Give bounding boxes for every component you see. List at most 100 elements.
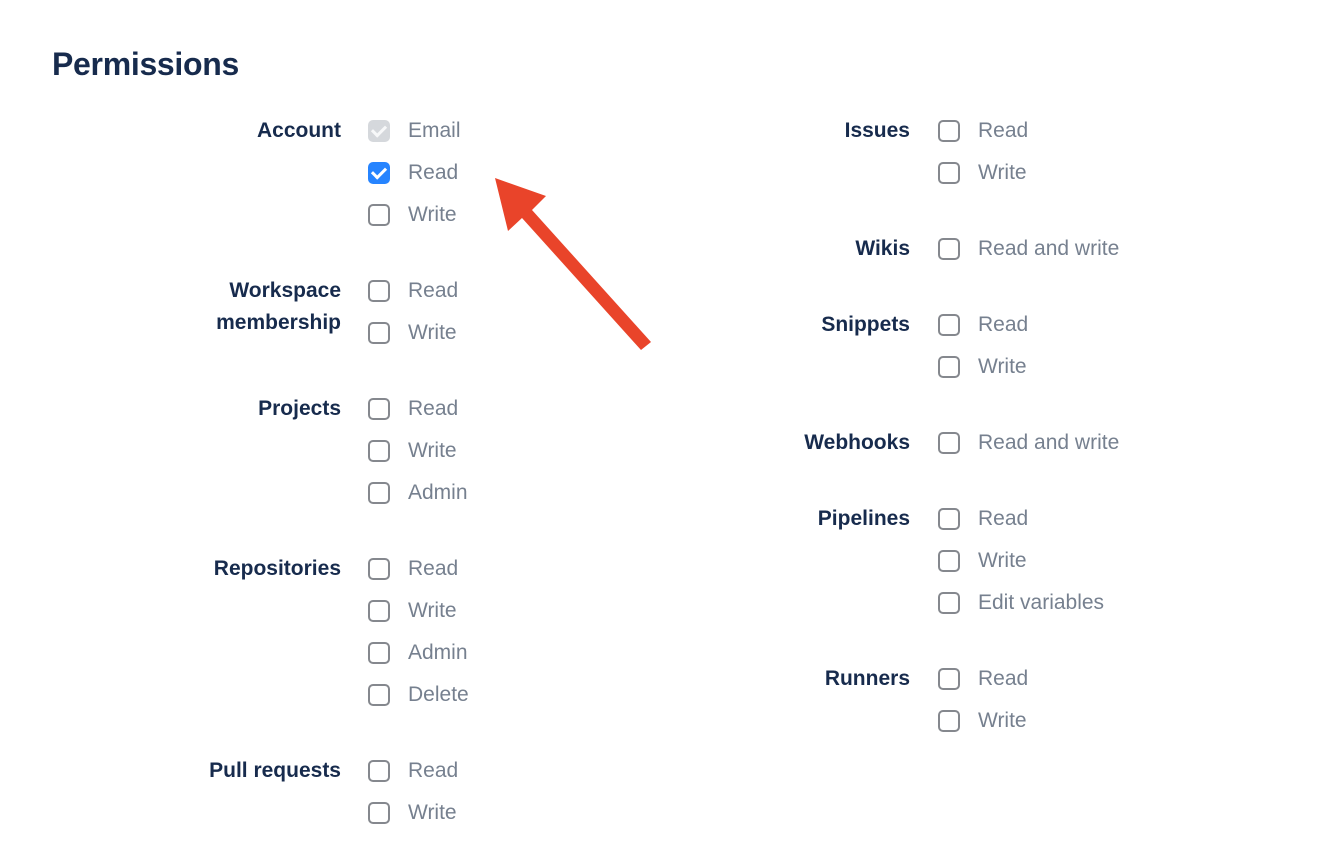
pull-requests-write-label: Write bbox=[408, 801, 457, 824]
group-pull-requests-options: Read Write bbox=[368, 750, 458, 834]
pipelines-read-label: Read bbox=[978, 507, 1029, 530]
option-pipelines-read[interactable]: Read bbox=[938, 498, 1104, 540]
option-projects-write[interactable]: Write bbox=[368, 430, 468, 472]
page-title: Permissions bbox=[52, 46, 240, 82]
projects-write-label: Write bbox=[408, 439, 457, 462]
option-webhooks-read-and-write[interactable]: Read and write bbox=[938, 422, 1119, 464]
group-label-webhooks: Webhooks bbox=[804, 431, 910, 454]
option-pipelines-write[interactable]: Write bbox=[938, 540, 1104, 582]
runners-write-label: Write bbox=[978, 709, 1027, 732]
group-projects-options: Read Write Admin bbox=[368, 388, 468, 514]
group-repositories: Repositories Read Write Admin bbox=[52, 548, 608, 716]
group-runners: Runners Read Write bbox=[608, 658, 1119, 742]
option-repositories-admin[interactable]: Admin bbox=[368, 632, 469, 674]
runners-read-label: Read bbox=[978, 667, 1029, 690]
pipelines-edit-variables-checkbox[interactable] bbox=[938, 592, 960, 614]
account-read-checkbox[interactable] bbox=[368, 162, 390, 184]
group-pipelines-options: Read Write Edit variables bbox=[938, 498, 1104, 624]
option-account-email: Email bbox=[368, 110, 461, 152]
column-right: Issues Read Write Wikis bbox=[608, 110, 1119, 742]
option-pull-requests-write[interactable]: Write bbox=[368, 792, 458, 834]
option-account-write[interactable]: Write bbox=[368, 194, 461, 236]
group-pull-requests: Pull requests Read Write bbox=[52, 750, 608, 834]
option-account-read[interactable]: Read bbox=[368, 152, 461, 194]
repositories-write-checkbox[interactable] bbox=[368, 600, 390, 622]
repositories-delete-checkbox[interactable] bbox=[368, 684, 390, 706]
projects-admin-label: Admin bbox=[408, 481, 468, 504]
group-snippets: Snippets Read Write bbox=[608, 304, 1119, 388]
group-issues: Issues Read Write bbox=[608, 110, 1119, 194]
option-projects-read[interactable]: Read bbox=[368, 388, 468, 430]
runners-read-checkbox[interactable] bbox=[938, 668, 960, 690]
group-label-snippets: Snippets bbox=[821, 313, 910, 336]
repositories-admin-checkbox[interactable] bbox=[368, 642, 390, 664]
permissions-columns: Account Email Read Write bbox=[52, 110, 1322, 834]
option-runners-write[interactable]: Write bbox=[938, 700, 1028, 742]
option-workspace-membership-write[interactable]: Write bbox=[368, 312, 458, 354]
option-repositories-delete[interactable]: Delete bbox=[368, 674, 469, 716]
group-projects: Projects Read Write Admin bbox=[52, 388, 608, 514]
option-wikis-read-and-write[interactable]: Read and write bbox=[938, 228, 1119, 270]
option-snippets-read[interactable]: Read bbox=[938, 304, 1028, 346]
webhooks-read-and-write-checkbox[interactable] bbox=[938, 432, 960, 454]
workspace-membership-read-checkbox[interactable] bbox=[368, 280, 390, 302]
option-snippets-write[interactable]: Write bbox=[938, 346, 1028, 388]
group-label-pull-requests: Pull requests bbox=[209, 759, 341, 782]
column-left: Account Email Read Write bbox=[52, 110, 608, 834]
group-account-options: Email Read Write bbox=[368, 110, 461, 236]
group-label-pipelines: Pipelines bbox=[817, 507, 910, 530]
issues-read-checkbox[interactable] bbox=[938, 120, 960, 142]
pipelines-edit-variables-label: Edit variables bbox=[978, 591, 1105, 614]
projects-read-checkbox[interactable] bbox=[368, 398, 390, 420]
snippets-read-checkbox[interactable] bbox=[938, 314, 960, 336]
option-projects-admin[interactable]: Admin bbox=[368, 472, 468, 514]
issues-write-label: Write bbox=[978, 161, 1027, 184]
issues-write-checkbox[interactable] bbox=[938, 162, 960, 184]
workspace-membership-read-label: Read bbox=[408, 279, 459, 302]
group-label-runners: Runners bbox=[824, 667, 910, 690]
option-repositories-read[interactable]: Read bbox=[368, 548, 469, 590]
option-pull-requests-read[interactable]: Read bbox=[368, 750, 458, 792]
group-workspace-membership: Workspace membership Read Write bbox=[52, 270, 608, 354]
account-read-label: Read bbox=[408, 161, 459, 184]
projects-read-label: Read bbox=[408, 397, 459, 420]
account-write-label: Write bbox=[408, 203, 457, 226]
repositories-read-checkbox[interactable] bbox=[368, 558, 390, 580]
projects-write-checkbox[interactable] bbox=[368, 440, 390, 462]
runners-write-checkbox[interactable] bbox=[938, 710, 960, 732]
pipelines-write-checkbox[interactable] bbox=[938, 550, 960, 572]
option-issues-write[interactable]: Write bbox=[938, 152, 1028, 194]
option-repositories-write[interactable]: Write bbox=[368, 590, 469, 632]
group-account: Account Email Read Write bbox=[52, 110, 608, 236]
group-wikis: Wikis Read and write bbox=[608, 228, 1119, 270]
group-webhooks: Webhooks Read and write bbox=[608, 422, 1119, 464]
wikis-read-and-write-checkbox[interactable] bbox=[938, 238, 960, 260]
account-email-label: Email bbox=[408, 119, 461, 142]
repositories-admin-label: Admin bbox=[408, 641, 468, 664]
workspace-membership-write-checkbox[interactable] bbox=[368, 322, 390, 344]
wikis-read-and-write-label: Read and write bbox=[978, 237, 1120, 260]
group-pipelines: Pipelines Read Write Edit variables bbox=[608, 498, 1119, 624]
account-email-checkbox bbox=[368, 120, 390, 142]
group-label-issues: Issues bbox=[844, 119, 910, 142]
option-issues-read[interactable]: Read bbox=[938, 110, 1028, 152]
pipelines-read-checkbox[interactable] bbox=[938, 508, 960, 530]
group-wikis-options: Read and write bbox=[938, 228, 1119, 270]
account-write-checkbox[interactable] bbox=[368, 204, 390, 226]
group-webhooks-options: Read and write bbox=[938, 422, 1119, 464]
group-issues-options: Read Write bbox=[938, 110, 1028, 194]
pull-requests-read-checkbox[interactable] bbox=[368, 760, 390, 782]
pull-requests-read-label: Read bbox=[408, 759, 459, 782]
option-runners-read[interactable]: Read bbox=[938, 658, 1028, 700]
snippets-write-checkbox[interactable] bbox=[938, 356, 960, 378]
group-label-projects: Projects bbox=[258, 397, 341, 420]
projects-admin-checkbox[interactable] bbox=[368, 482, 390, 504]
issues-read-label: Read bbox=[978, 119, 1029, 142]
group-snippets-options: Read Write bbox=[938, 304, 1028, 388]
option-workspace-membership-read[interactable]: Read bbox=[368, 270, 458, 312]
option-pipelines-edit-variables[interactable]: Edit variables bbox=[938, 582, 1104, 624]
repositories-delete-label: Delete bbox=[408, 683, 469, 706]
pull-requests-write-checkbox[interactable] bbox=[368, 802, 390, 824]
group-label-account: Account bbox=[257, 119, 341, 142]
